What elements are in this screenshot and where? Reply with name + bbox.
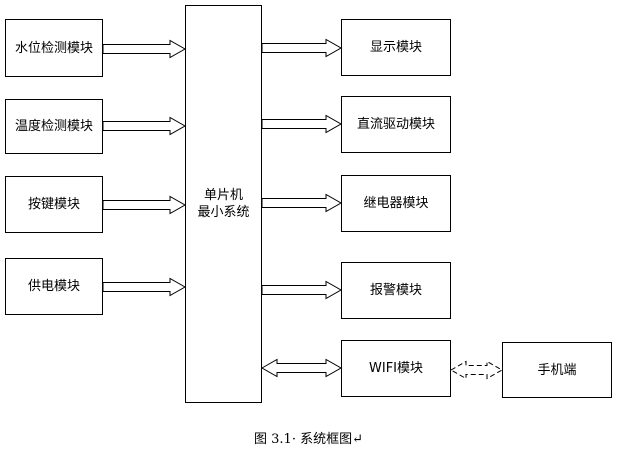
figure-caption: 图 3.1· 系统框图↵	[254, 432, 363, 447]
arrow-water-to-mcu	[102, 39, 187, 59]
arrow-mcu-to-alarm	[261, 280, 343, 300]
power-module: 供电模块	[5, 258, 103, 315]
key-module: 按键模块	[5, 176, 103, 233]
arrow-power-to-mcu	[102, 277, 187, 297]
phone-terminal: 手机端	[502, 342, 612, 398]
temperature-module: 温度检测模块	[5, 99, 103, 154]
display-module: 显示模块	[341, 19, 451, 76]
mcu-label-line2: 最小系统	[197, 205, 250, 220]
alarm-module: 报警模块	[341, 262, 451, 319]
arrow-mcu-to-display	[261, 38, 343, 58]
dc-drive-module: 直流驱动模块	[341, 96, 451, 153]
arrow-key-to-mcu	[102, 195, 187, 215]
wifi-module: WIFI模块	[341, 340, 451, 397]
arrow-mcu-to-dc-drive	[261, 114, 343, 134]
mcu-minimum-system: 单片机 最小系统	[185, 5, 262, 403]
water-level-module: 水位检测模块	[5, 19, 103, 77]
mcu-label: 单片机 最小系统	[197, 187, 249, 221]
relay-module: 继电器模块	[341, 175, 451, 232]
arrow-mcu-to-relay	[261, 193, 343, 213]
arrow-temp-to-mcu	[102, 116, 187, 136]
mcu-label-line1: 单片机	[203, 188, 243, 203]
arrow-mcu-wifi-bidirectional	[260, 358, 343, 378]
arrow-wifi-phone-dashed	[449, 360, 504, 380]
